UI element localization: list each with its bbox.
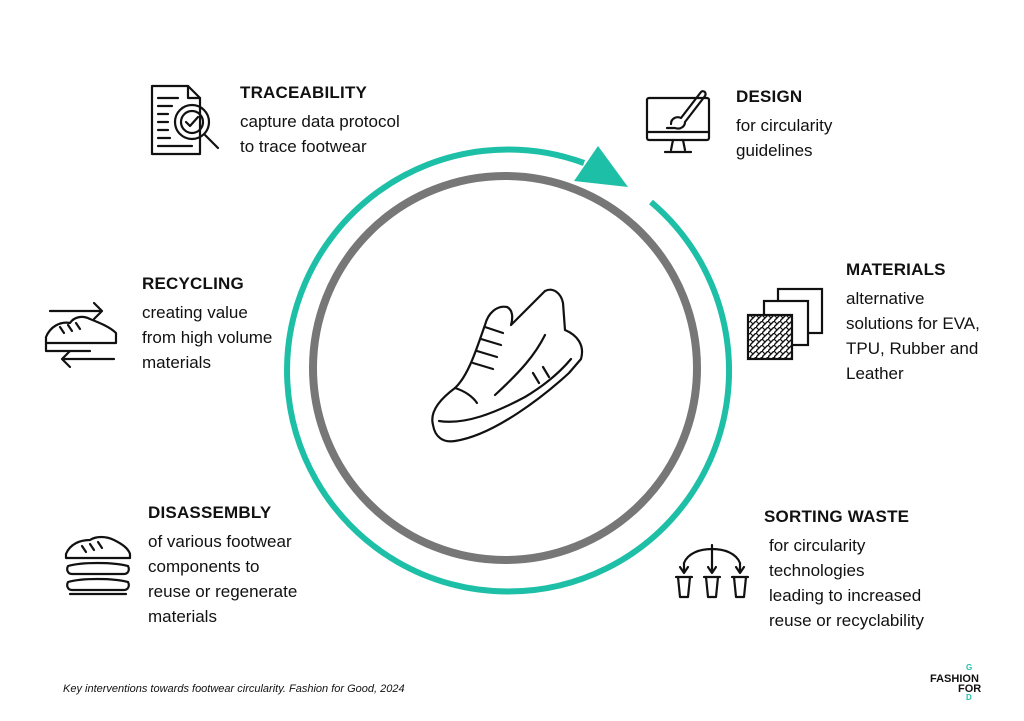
sorting-waste-desc-line-4: reuse or recyclability [769, 611, 924, 630]
materials-desc-line-3: TPU, Rubber and [846, 339, 979, 358]
disassembly-desc-line-3: reuse or regenerate [148, 582, 298, 601]
sorting-bins-icon [674, 543, 750, 599]
ring-arrowhead [574, 146, 628, 187]
traceability-block: TRACEABILITY capture data protocol to tr… [240, 83, 400, 159]
recycling-title: RECYCLING [142, 274, 244, 293]
recycling-desc-line-2: from high volume [142, 328, 273, 347]
sorting-waste-desc-line-1: for circularity [769, 536, 866, 555]
disassembly-desc-line-1: of various footwear [148, 532, 292, 551]
design-title: DESIGN [736, 87, 803, 106]
traceability-desc-line-1: capture data protocol [240, 112, 400, 131]
disassembly-block: DISASSEMBLY of various footwear componen… [148, 503, 297, 629]
traceability-desc-line-2: to trace footwear [240, 137, 367, 156]
logo-letter-g: G [966, 663, 973, 672]
materials-block: MATERIALS alternative solutions for EVA,… [846, 260, 980, 386]
monitor-paintbrush-icon [645, 90, 711, 154]
recycling-block: RECYCLING creating value from high volum… [142, 274, 272, 375]
inner-gray-ring [309, 172, 701, 564]
disassembly-desc-line-4: materials [148, 607, 217, 626]
design-desc-line-1: for circularity [736, 116, 833, 135]
logo-on: ON [962, 673, 979, 685]
traceability-title: TRACEABILITY [240, 83, 368, 102]
stacked-shoe-parts-icon [64, 535, 132, 596]
disassembly-desc-line-2: components to [148, 557, 260, 576]
document-magnifier-check-icon [150, 84, 220, 156]
material-swatches-icon [746, 287, 824, 361]
design-block: DESIGN for circularity guidelines [736, 87, 832, 163]
logo-letter-d: D [966, 693, 972, 702]
sorting-waste-block: SORTING WASTE for circularity technologi… [764, 507, 924, 633]
recycling-desc-line-3: materials [142, 353, 211, 372]
materials-desc-line-1: alternative [846, 289, 925, 308]
disassembly-title: DISASSEMBLY [148, 503, 272, 522]
sorting-waste-title: SORTING WASTE [764, 507, 910, 526]
logo-for: FOR [958, 683, 982, 695]
materials-desc-line-4: Leather [846, 364, 904, 383]
shoe-recycle-arrows-icon [44, 301, 118, 369]
outer-teal-ring [284, 146, 732, 595]
materials-title: MATERIALS [846, 260, 946, 279]
recycling-desc-line-1: creating value [142, 303, 248, 322]
sorting-waste-desc-line-3: leading to increased [769, 586, 922, 605]
sneaker-icon [431, 288, 584, 443]
design-desc-line-2: guidelines [736, 141, 813, 160]
source-caption: Key interventions towards footwear circu… [63, 683, 405, 695]
logo-fashi: FASHI [930, 673, 963, 685]
materials-desc-line-2: solutions for EVA, [846, 314, 980, 333]
sorting-waste-desc-line-2: technologies [769, 561, 865, 580]
